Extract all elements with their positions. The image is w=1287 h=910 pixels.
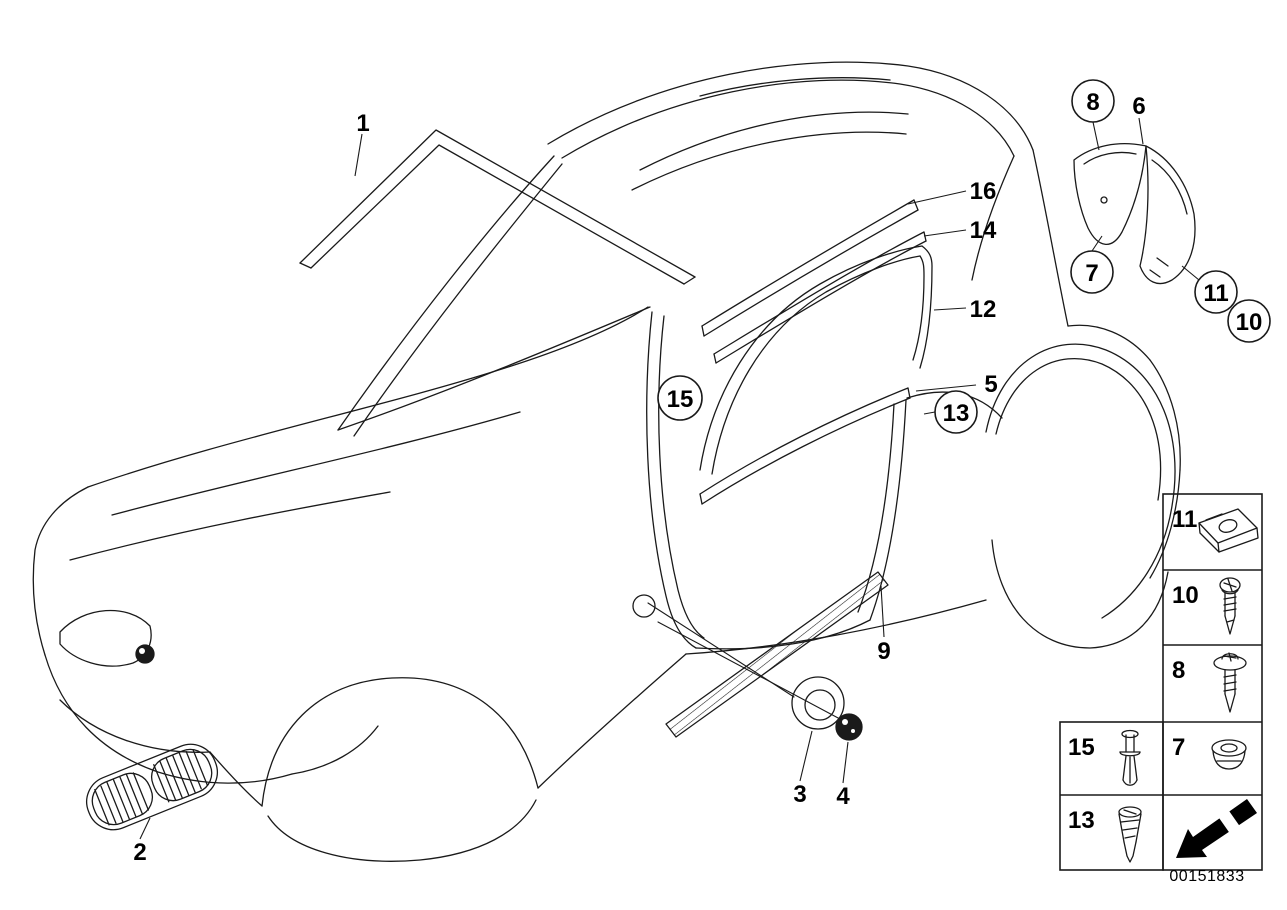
callout-1[interactable]: 1: [354, 110, 370, 177]
callout-4[interactable]: 4: [836, 741, 850, 810]
callout-14-label[interactable]: 14: [970, 217, 997, 244]
roof-strip-14: [713, 231, 927, 364]
callout-13-label[interactable]: 13: [943, 400, 970, 427]
callout-8-label[interactable]: 8: [1086, 89, 1099, 116]
legend-cell-7-label[interactable]: 7: [1172, 734, 1185, 761]
windshield-molding: [299, 129, 696, 285]
callout-11-label[interactable]: 11: [1203, 280, 1228, 307]
callout-6[interactable]: 6: [1132, 93, 1146, 145]
callout-16-label[interactable]: 16: [970, 178, 997, 205]
front-end: [32, 306, 649, 807]
callout-11[interactable]: 11: [1181, 265, 1238, 314]
legend-cell-10[interactable]: 10: [1172, 577, 1241, 635]
callout-2-label[interactable]: 2: [133, 839, 146, 866]
legend-cell-13-label[interactable]: 13: [1068, 807, 1095, 834]
legend-cell-11[interactable]: 11: [1172, 506, 1259, 553]
grommet-3: [791, 676, 845, 730]
grommet-nut-icon: [1211, 739, 1247, 770]
callout-10[interactable]: 10: [1227, 299, 1271, 343]
callout-15[interactable]: 15: [657, 375, 703, 421]
car-illustration: [32, 61, 1196, 862]
window-frame-seal: [699, 245, 933, 475]
door-aperture: [632, 311, 907, 650]
callouts: 1 16 14 12 5 6 9 3: [133, 79, 1271, 866]
legend-cell-8-label[interactable]: 8: [1172, 657, 1185, 684]
headlight-dot: [135, 644, 155, 664]
callout-9-label[interactable]: 9: [877, 638, 890, 665]
belt-seal: [699, 387, 911, 505]
callout-3-label[interactable]: 3: [793, 781, 806, 808]
callout-1-label[interactable]: 1: [356, 110, 369, 137]
pillar-trim-detail: [1073, 143, 1196, 285]
callout-4-label[interactable]: 4: [836, 783, 850, 810]
legend-cell-13[interactable]: 13: [1068, 806, 1142, 863]
washer-screw-icon: [1213, 652, 1247, 713]
callout-7[interactable]: 7: [1070, 235, 1114, 294]
cone-plug-screw-icon: [1118, 806, 1142, 863]
callout-7-label[interactable]: 7: [1085, 260, 1098, 287]
callout-2[interactable]: 2: [133, 817, 151, 866]
callout-10-label[interactable]: 10: [1236, 309, 1263, 336]
callout-15-label[interactable]: 15: [667, 386, 694, 413]
callout-12-label[interactable]: 12: [970, 296, 997, 323]
callout-13[interactable]: 13: [923, 390, 978, 434]
tapping-screw-icon: [1219, 577, 1241, 635]
legend-cell-8[interactable]: 8: [1172, 652, 1247, 713]
legend-cell-7[interactable]: 7: [1172, 734, 1247, 770]
legend-cell-15[interactable]: 15: [1068, 729, 1141, 786]
roof: [547, 61, 1034, 281]
sill-strip: [665, 571, 889, 738]
roof-strip-16: [701, 199, 919, 337]
callout-5-label[interactable]: 5: [984, 371, 997, 398]
plug-4: [835, 713, 863, 741]
windshield-frame: [337, 155, 651, 437]
clip-icon: [1198, 508, 1259, 553]
doc-number: 00151833: [1169, 868, 1244, 885]
legend-cell-15-label[interactable]: 15: [1068, 734, 1095, 761]
callout-3[interactable]: 3: [793, 730, 813, 808]
callout-9[interactable]: 9: [877, 585, 891, 665]
expanding-rivet-icon: [1119, 729, 1141, 786]
door-drain-hole: [632, 594, 656, 618]
callout-12[interactable]: 12: [933, 296, 997, 323]
callout-16[interactable]: 16: [907, 178, 997, 205]
legend-cell-arrow[interactable]: [1176, 799, 1257, 858]
legend-cell-11-label[interactable]: 11: [1172, 506, 1197, 533]
callout-5[interactable]: 5: [915, 371, 998, 398]
callout-6-label[interactable]: 6: [1132, 93, 1145, 120]
kidney-grille: [86, 743, 218, 831]
callout-14[interactable]: 14: [923, 217, 997, 244]
legend-table: 11 10 8: [1059, 493, 1263, 871]
legend-cell-10-label[interactable]: 10: [1172, 582, 1199, 609]
callout-8[interactable]: 8: [1071, 79, 1115, 151]
page-continuation-arrow-icon: [1176, 799, 1257, 858]
